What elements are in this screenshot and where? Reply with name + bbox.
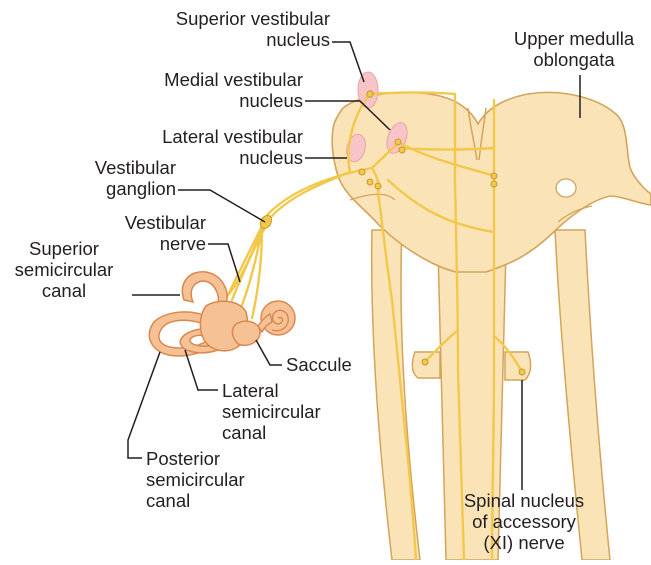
label-posterior-semicircular-canal: Posterior semicircular canal [146, 448, 286, 511]
terminal-medial-b [399, 147, 405, 153]
label-lateral-semicircular-canal: Lateral semicircular canal [222, 380, 352, 443]
label-saccule: Saccule [286, 354, 376, 375]
leader-saccule [256, 340, 282, 365]
superior-semicircular-canal-shape [182, 272, 227, 304]
terminal-medial-a [395, 139, 401, 145]
label-spinal-nucleus-accessory-nerve: Spinal nucleus of accessory (XI) nerve [440, 490, 608, 553]
label-vestibular-ganglion: Vestibular ganglion [40, 157, 176, 199]
olivary-nucleus [556, 179, 576, 197]
leader-posterior-semicircular-canal [128, 352, 160, 458]
terminal-accessory-left [422, 359, 428, 365]
leader-lateral-semicircular-canal [185, 350, 218, 390]
terminal-medial-right-a [491, 173, 497, 179]
saccule-shape [232, 321, 260, 345]
terminal-medial-right-b [491, 181, 497, 187]
terminal-lateral-c [367, 179, 373, 185]
terminal-lateral-a [359, 169, 365, 175]
terminal-superior [367, 91, 373, 97]
label-upper-medulla-oblongata: Upper medulla oblongata [500, 28, 648, 70]
leader-superior-vestibular-nucleus [332, 42, 364, 82]
terminal-accessory-right [519, 369, 525, 375]
terminal-lateral-b [375, 183, 381, 189]
label-superior-vestibular-nucleus: Superior vestibular nucleus [120, 8, 330, 50]
label-medial-vestibular-nucleus: Medial vestibular nucleus [110, 69, 303, 111]
label-superior-semicircular-canal: Superior semicircular canal [0, 238, 128, 301]
